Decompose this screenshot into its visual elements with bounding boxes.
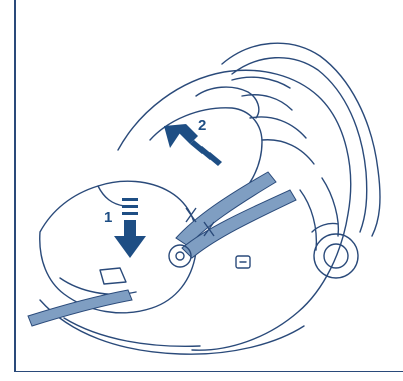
arrow1-dash-2: [122, 205, 138, 208]
canopy-detail-1: [242, 95, 292, 110]
harness-x-stitch-1: [186, 208, 196, 222]
arrow2-dash-3: [190, 140, 206, 154]
harness-buckle-center: [176, 252, 184, 260]
headrest: [196, 87, 259, 118]
canopy-detail-3: [262, 140, 314, 164]
seat-front-fold: [98, 186, 124, 206]
bottom-band: [0, 372, 403, 381]
car-seat-illustration: 1 2: [0, 0, 403, 372]
carry-handle-outer: [222, 43, 380, 236]
arrow1-dash-1: [122, 198, 138, 201]
arrow1-dash-3: [122, 212, 138, 215]
arrow1-head: [114, 236, 146, 258]
seat-tag: [100, 268, 126, 284]
canopy-detail-4: [232, 77, 290, 88]
shell-rib-2: [322, 178, 338, 236]
step-2-label: 2: [198, 117, 206, 134]
harness-buckle: [169, 245, 191, 267]
harness-strap-loose: [28, 290, 132, 326]
step-1-label: 1: [104, 209, 112, 226]
shell-rib-1: [300, 190, 316, 250]
